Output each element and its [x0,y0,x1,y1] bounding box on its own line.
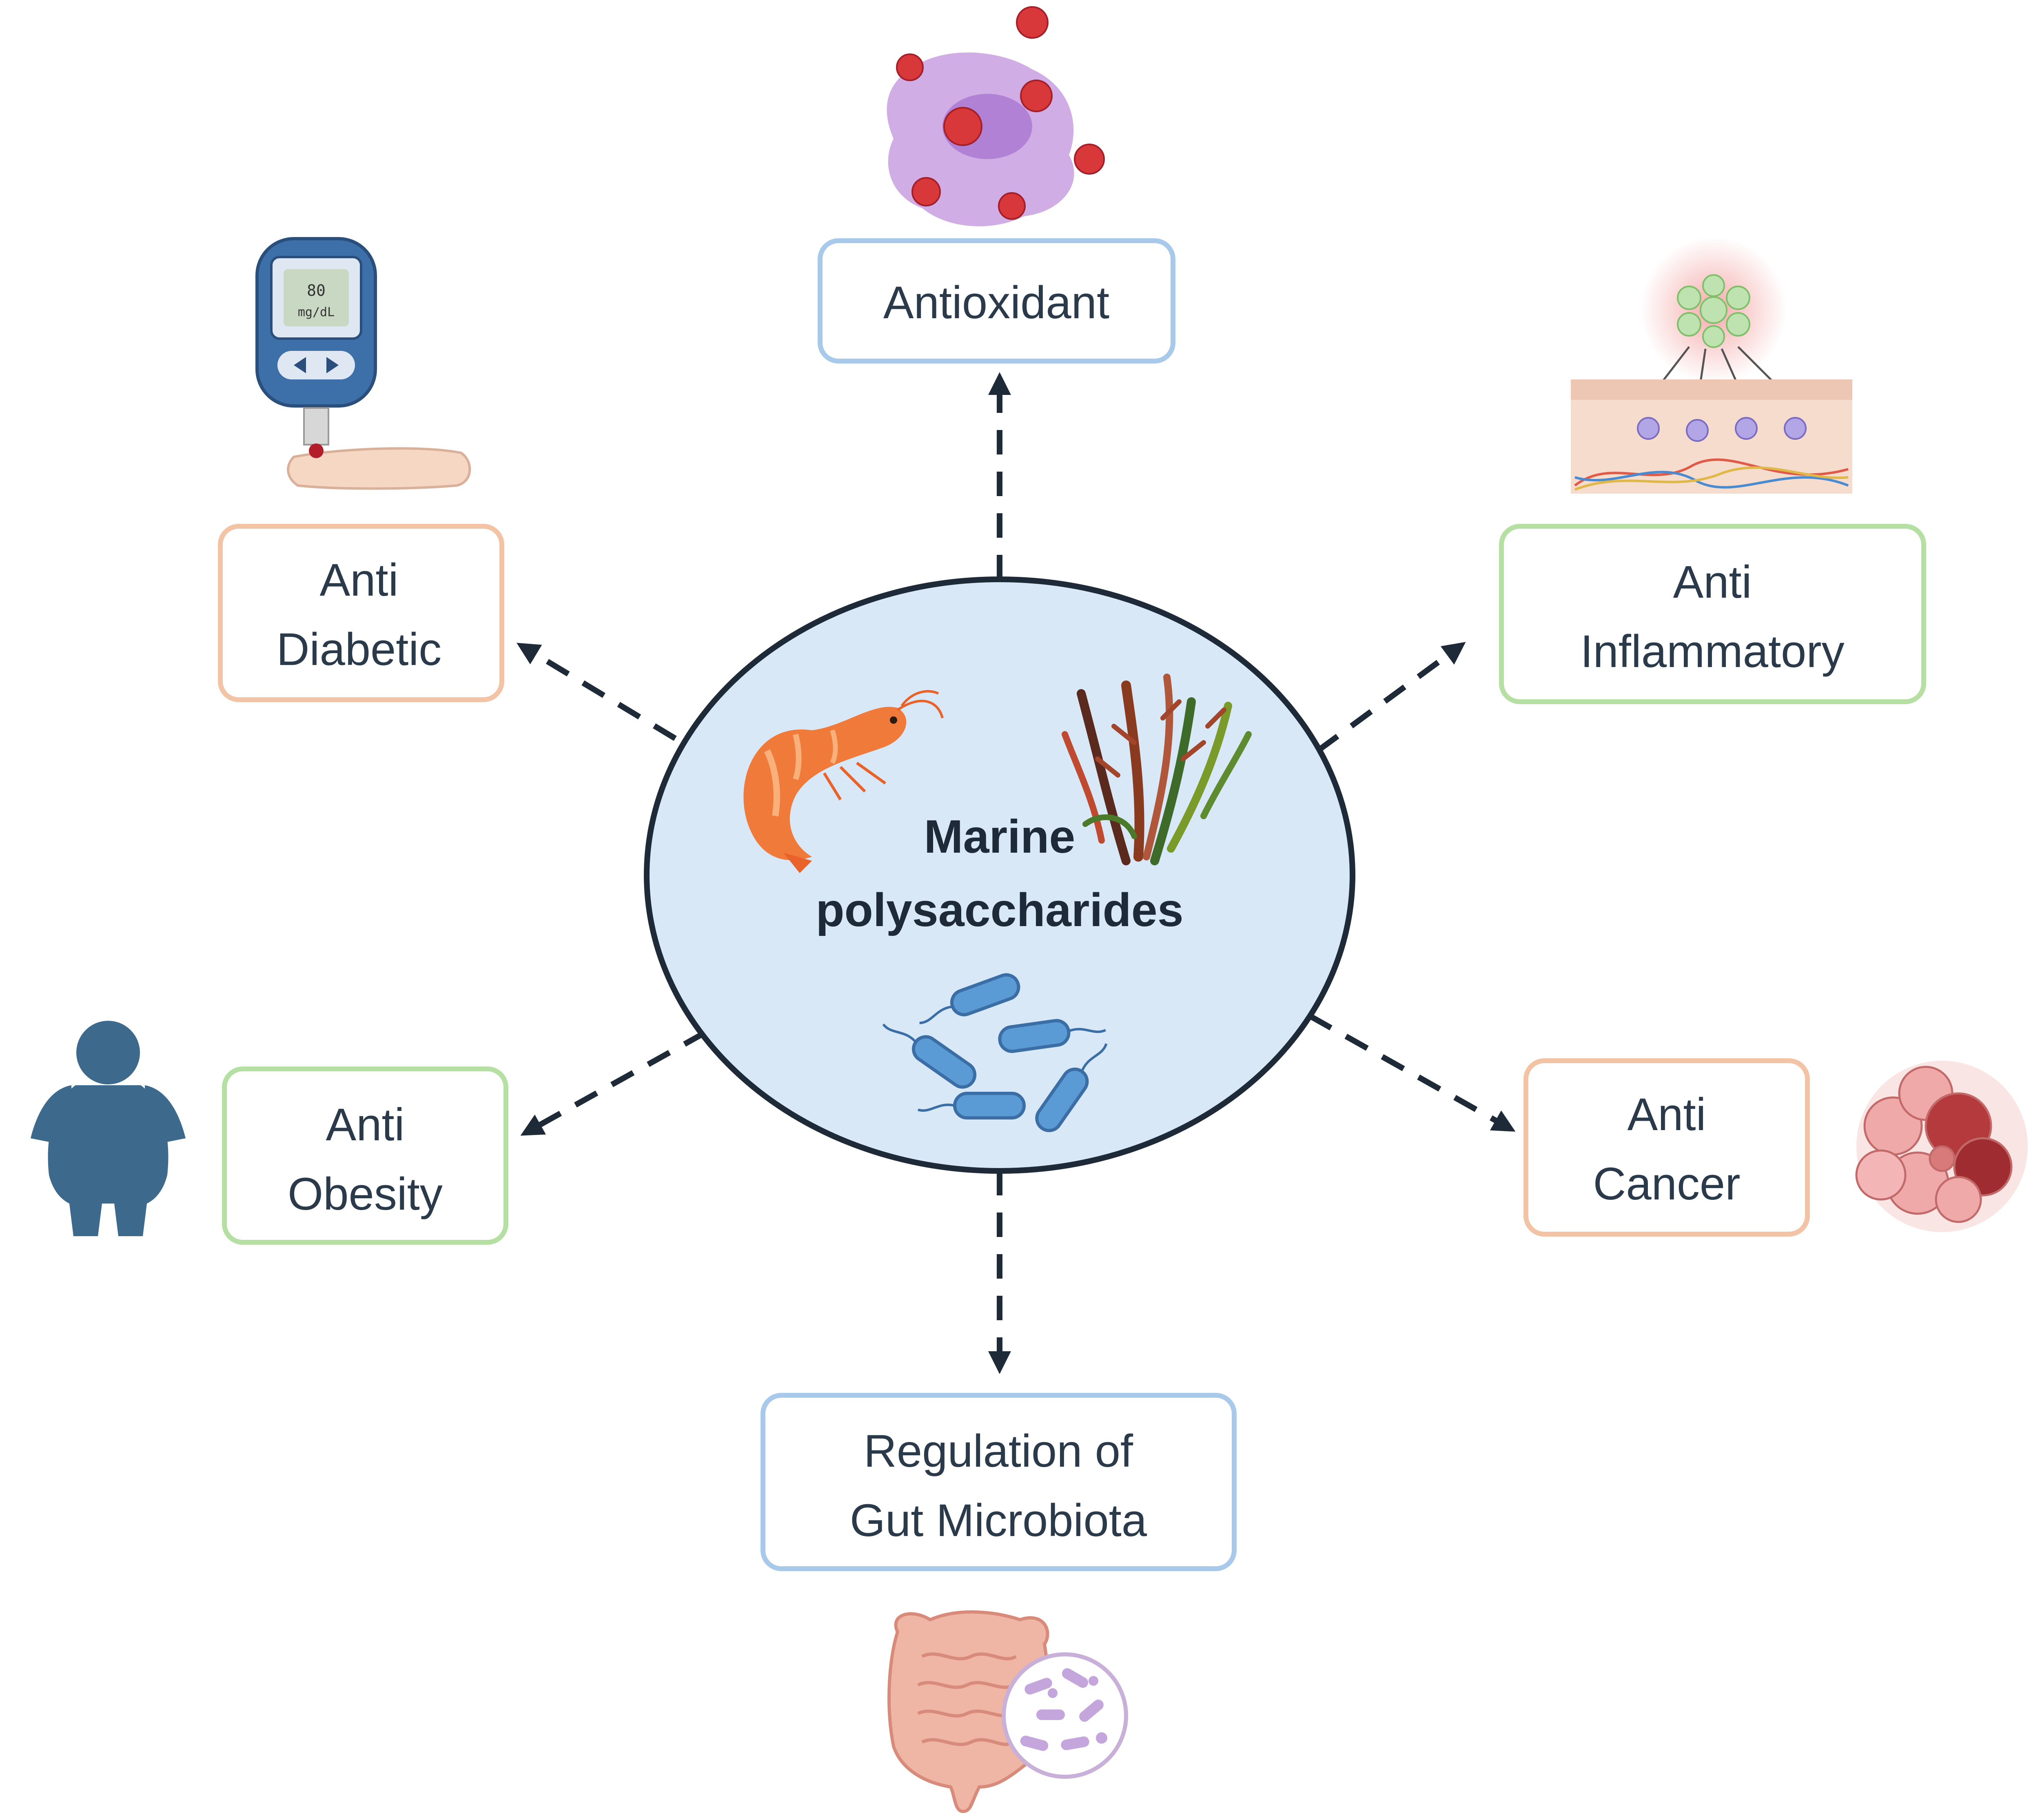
bacteria-illustration [882,973,1108,1132]
antioxidant-label: Antioxidant [883,277,1109,328]
anti-inflammatory-label-line2: Inflammatory [1580,626,1844,677]
anti-diabetic-node: 80 mg/dL Anti Diabetic [218,237,504,702]
anti-inflammatory-label-line1: Anti [1673,556,1752,607]
anti-cancer-node: Anti Cancer [1523,1058,2028,1237]
anti-cancer-label-line1: Anti [1628,1089,1706,1140]
cancer-cells-illustration [1855,1061,2028,1232]
glucometer-reading: 80 [307,282,326,299]
arrow-to-anti-inflammatory [1316,642,1466,753]
anti-diabetic-box [218,524,504,702]
obese-person-icon [31,1021,186,1236]
arrow-to-anti-cancer [1308,1013,1516,1132]
anti-cancer-box [1523,1058,1810,1237]
gut-microbiota-label-line1: Regulation of [864,1425,1133,1476]
anti-diabetic-label-line1: Anti [320,554,399,605]
antioxidant-box [818,238,1175,364]
anti-obesity-node: Anti Obesity [31,1021,508,1245]
glucometer-icon: 80 mg/dL [255,237,471,490]
center-node: Marine polysaccharides [644,576,1355,1174]
gut-microbiota-label-line2: Gut Microbiota [850,1495,1147,1546]
glucometer-unit: mg/dL [298,305,335,319]
anti-inflammatory-node: Anti Inflammatory [1499,237,1926,704]
anti-obesity-box [222,1066,508,1245]
antioxidant-node: Antioxidant [818,6,1175,364]
anti-inflammatory-box [1499,524,1926,704]
inflamed-tissue-illustration [1571,237,1852,494]
seaweed-illustration [1062,674,1252,865]
center-label-line2: polysaccharides [816,884,1183,936]
anti-obesity-label-line1: Anti [326,1099,405,1150]
magnified-bacteria-lens [1002,1652,1128,1779]
center-label-line1: Marine [924,811,1075,863]
anti-obesity-label-line2: Obesity [288,1168,443,1219]
shrimp-illustration [743,690,944,873]
arrow-to-anti-obesity [520,1029,707,1136]
gut-microbiota-node: Regulation of Gut Microbiota [761,1393,1237,1813]
connector-arrows [517,372,1516,1374]
anti-cancer-label-line2: Cancer [1593,1158,1740,1209]
center-ellipse [644,576,1355,1174]
gut-microbiota-box [761,1393,1237,1571]
antioxidant-cell-illustration [887,6,1105,226]
intestine-illustration [887,1610,1049,1813]
arrow-to-anti-diabetic [517,643,677,741]
anti-diabetic-label-line2: Diabetic [277,624,442,675]
